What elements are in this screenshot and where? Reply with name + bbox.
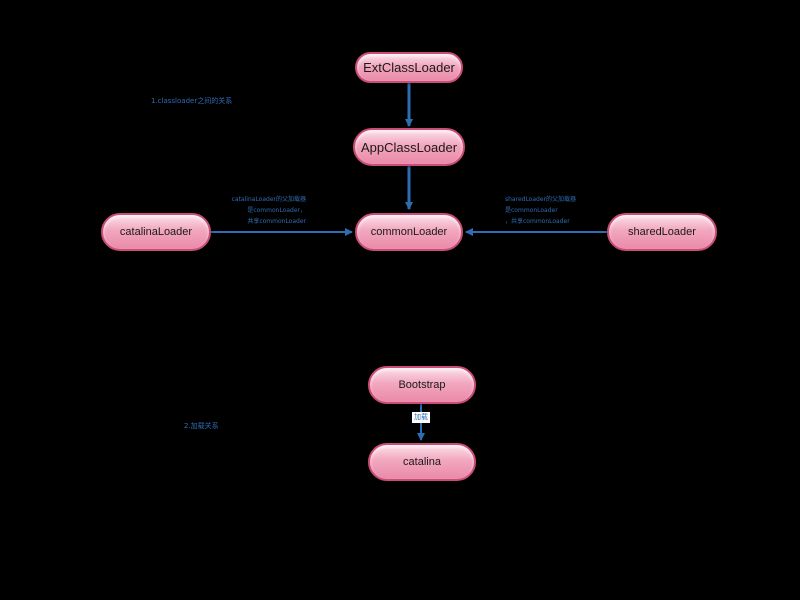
annotation-line: catalinaLoader的父加载器 (231, 196, 306, 203)
annotation-line: ，共享commonLoader (505, 218, 570, 225)
node-bootstrap[interactable]: Bootstrap (368, 366, 476, 404)
node-extclassloader[interactable]: ExtClassLoader (355, 52, 463, 83)
node-catalinaloader[interactable]: catalinaLoader (101, 213, 211, 251)
annotation-catalinaloader-parent: catalinaLoader的父加载器 是commonLoader， 共享com… (218, 194, 306, 227)
annotation-line: 是commonLoader， (247, 207, 306, 214)
annotation-line: sharedLoader的父加载器 (505, 196, 576, 203)
annotation-line: 是commonLoader (505, 207, 558, 214)
section-label-loading: 2.加载关系 (184, 422, 219, 430)
node-commonloader[interactable]: commonLoader (355, 213, 463, 251)
node-sharedloader[interactable]: sharedLoader (607, 213, 717, 251)
section-label-relationship: 1.classloader之间的关系 (151, 97, 233, 105)
edge-label-load: 加载 (412, 412, 430, 423)
annotation-line: 共享commonLoader (247, 218, 306, 225)
annotation-sharedloader-parent: sharedLoader的父加载器 是commonLoader ，共享commo… (505, 194, 600, 227)
node-catalina[interactable]: catalina (368, 443, 476, 481)
node-appclassloader[interactable]: AppClassLoader (353, 128, 465, 166)
